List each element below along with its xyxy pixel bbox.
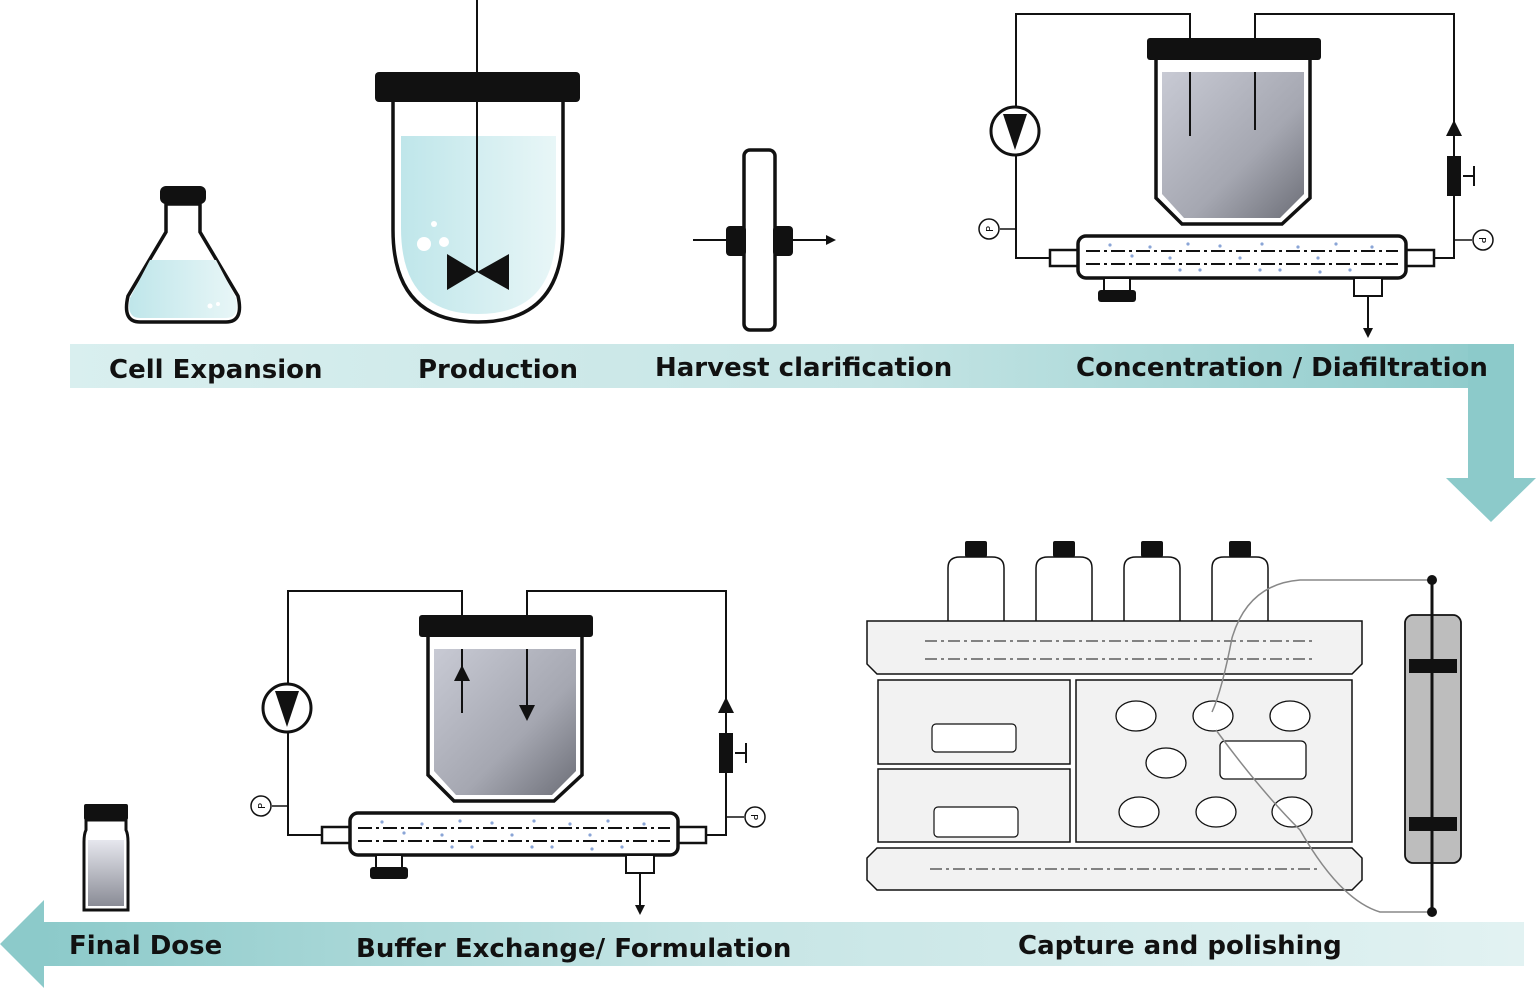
label-concentration-diafiltration: Concentration / Diafiltration xyxy=(1076,353,1488,383)
pressure-gauge-icon: P xyxy=(726,806,766,828)
bottom-flow-arrow xyxy=(0,900,1524,988)
label-final-dose: Final Dose xyxy=(69,931,222,961)
tff-system-icon: P P xyxy=(978,13,1494,338)
label-capture-polishing: Capture and polishing xyxy=(1018,931,1342,961)
pump-icon xyxy=(261,682,313,734)
label-production: Production xyxy=(418,355,578,385)
bioreactor-icon xyxy=(375,0,580,324)
pressure-gauge-label: P xyxy=(1476,237,1487,243)
pressure-gauge-icon: P xyxy=(1454,229,1494,251)
pressure-gauge-label: P xyxy=(985,226,996,232)
label-buffer-exchange-formulation: Buffer Exchange/ Formulation xyxy=(356,934,791,964)
top-flow-arrow xyxy=(70,344,1536,522)
pressure-gauge-icon: P xyxy=(250,795,288,817)
chromatography-column-icon xyxy=(1404,575,1462,917)
pressure-gauge-label: P xyxy=(257,803,268,809)
label-harvest-clarification: Harvest clarification xyxy=(655,353,952,383)
tff-system-icon: P P xyxy=(250,590,766,915)
buffer-bottles xyxy=(947,541,1269,622)
pressure-gauge-label: P xyxy=(748,814,759,820)
flask-icon xyxy=(124,186,242,324)
valve-icon xyxy=(718,697,747,775)
depth-filter-icon xyxy=(693,148,836,332)
vial-icon xyxy=(82,804,130,912)
pressure-gauge-icon: P xyxy=(978,218,1016,240)
chromatography-system-icon xyxy=(866,541,1462,917)
label-cell-expansion: Cell Expansion xyxy=(109,355,323,385)
valve-icon xyxy=(1446,120,1475,198)
pump-icon xyxy=(989,105,1041,157)
